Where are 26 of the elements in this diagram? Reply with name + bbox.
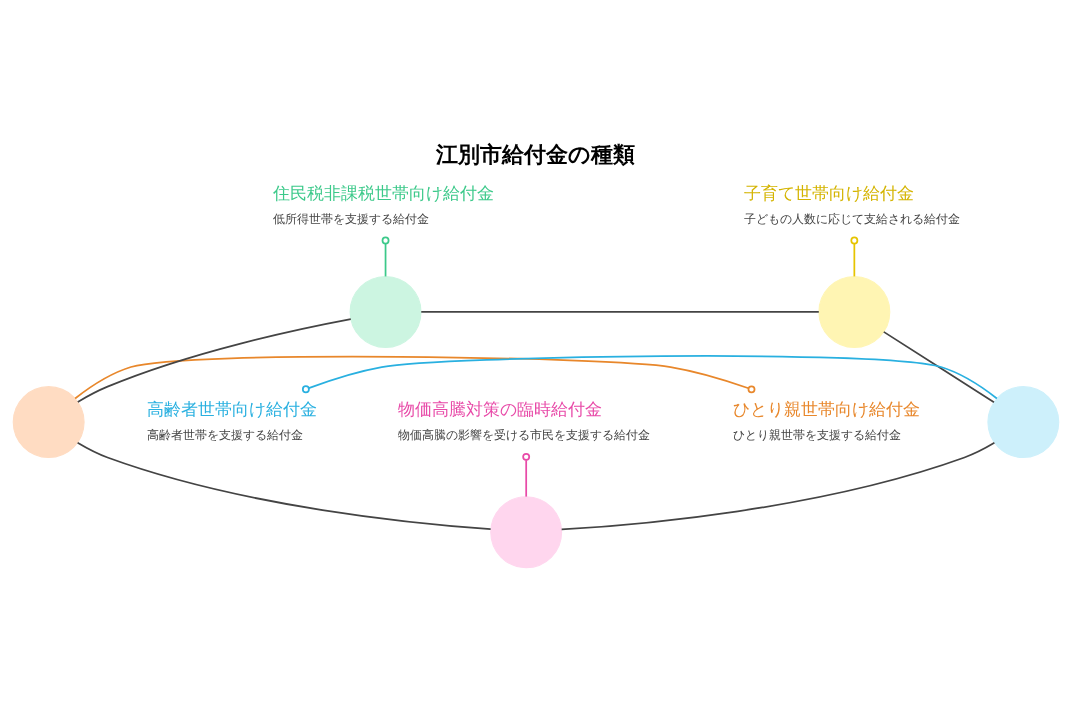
node-label: ひとり親世帯を支援する給付金 [733, 427, 902, 442]
node-text: 子育て世帯向け給付金 [744, 182, 915, 203]
connector [381, 236, 390, 277]
node-label: 物価高騰の影響を受ける市民を支援する給付金 [397, 427, 650, 442]
node-label: 低所得世帯を支援する給付金 [273, 211, 430, 226]
diagram-title: 江別市給付金の種類 [436, 141, 636, 167]
node-text: 高齢者世帯向け給付金 [146, 398, 317, 419]
node-text: 住民税非課税世帯向け給付金 [273, 182, 495, 203]
connector [420, 310, 820, 313]
connector [301, 354, 998, 399]
connector [850, 236, 859, 277]
connector [76, 441, 492, 530]
node-circle [987, 385, 1060, 458]
connector [76, 317, 352, 403]
node-text: ひとり親世帯向け給付金 [733, 398, 921, 419]
connector [74, 355, 756, 399]
connector [522, 452, 531, 497]
connector [882, 330, 995, 403]
node-label: 高齢者世帯を支援する給付金 [146, 427, 303, 442]
node-circle [12, 385, 85, 458]
node-text: 物価高騰対策の臨時給付金 [397, 398, 602, 419]
node-label: 子どもの人数に応じて支給される給付金 [744, 211, 961, 226]
node-circle [490, 495, 563, 568]
node-circle [818, 275, 891, 348]
node-circle [349, 275, 422, 348]
connector [560, 441, 996, 530]
